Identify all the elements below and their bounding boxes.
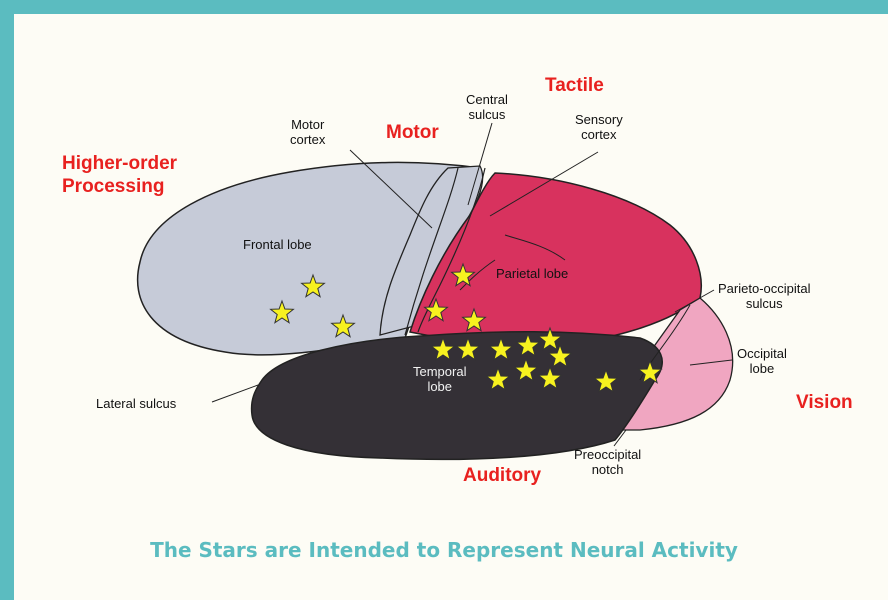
label-preoccipital-notch: Preoccipital notch	[574, 447, 641, 477]
label-parieto-occipital-sulcus: Parieto-occipital sulcus	[718, 281, 811, 311]
label-sensory-cortex: Sensory cortex	[575, 112, 623, 142]
function-auditory: Auditory	[463, 464, 541, 487]
label-frontal-lobe: Frontal lobe	[243, 237, 312, 252]
label-central-sulcus: Central sulcus	[466, 92, 508, 122]
function-tactile: Tactile	[545, 74, 604, 97]
label-parietal-lobe: Parietal lobe	[496, 266, 568, 281]
label-lateral-sulcus: Lateral sulcus	[96, 396, 176, 411]
function-vision: Vision	[796, 391, 853, 414]
caption: The Stars are Intended to Represent Neur…	[0, 538, 888, 562]
label-temporal-lobe: Temporal lobe	[413, 364, 466, 394]
function-motor: Motor	[386, 121, 439, 144]
label-occipital-lobe: Occipital lobe	[737, 346, 787, 376]
label-motor-cortex: Motor cortex	[290, 117, 325, 147]
function-higher-order-processing: Higher-order Processing	[62, 152, 177, 198]
